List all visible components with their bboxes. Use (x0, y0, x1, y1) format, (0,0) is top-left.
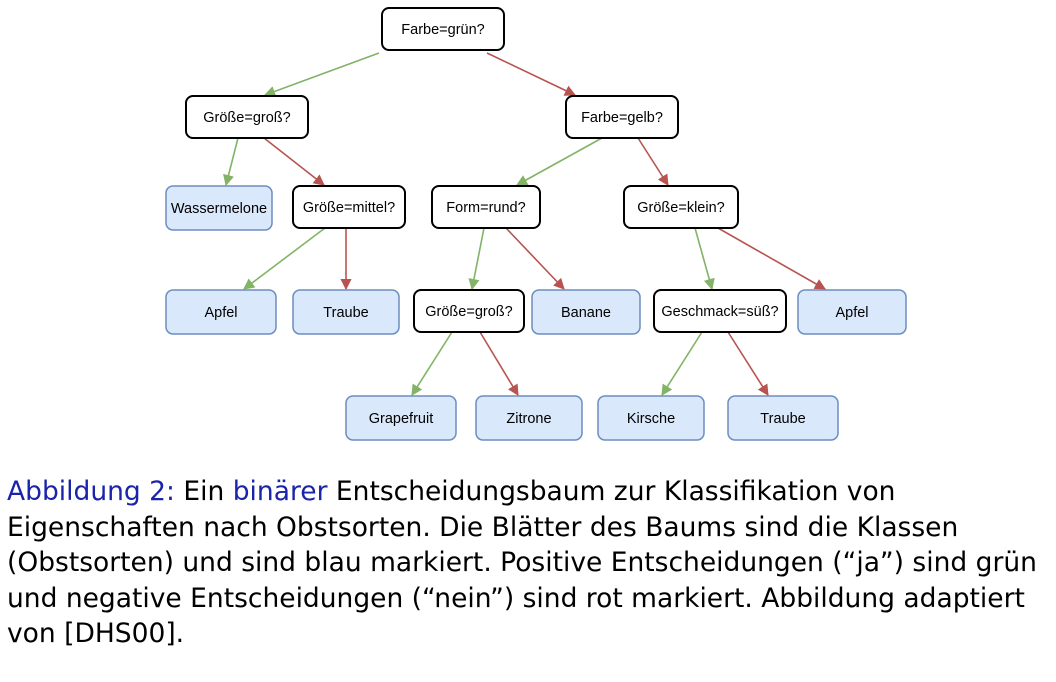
node-label: Apfel (204, 305, 237, 321)
node-label: Grapefruit (369, 411, 433, 427)
node-box (292, 289, 400, 335)
node-box (381, 7, 505, 51)
node-box (475, 395, 583, 441)
edge-yes-n7-n12 (694, 227, 715, 291)
caption-label: Abbildung 2: (7, 476, 175, 507)
edge-yes-n3-n6 (516, 137, 603, 186)
edge-no-n3-n7 (637, 137, 669, 186)
node-box (623, 185, 739, 229)
node-label: Apfel (835, 305, 868, 321)
node-label: Größe=groß? (203, 110, 290, 126)
edge-no-n7-n13 (717, 227, 826, 290)
node-label: Kirsche (627, 411, 675, 427)
node-label: Banane (561, 305, 611, 321)
figure-caption: Abbildung 2: Ein binärer Entscheidungsba… (7, 474, 1053, 652)
node-label: Größe=groß? (425, 304, 512, 320)
node-label: Größe=klein? (637, 200, 724, 216)
leaf-node-n9: Traube (292, 289, 400, 335)
node-box (797, 289, 907, 335)
node-box (727, 395, 839, 441)
decision-node-n3: Farbe=gelb? (565, 95, 679, 139)
caption-accent-word: binärer (232, 476, 328, 507)
node-box (165, 185, 273, 231)
node-label: Traube (323, 305, 368, 321)
edge-no-n12-n17 (727, 331, 769, 396)
node-label: Traube (760, 411, 805, 427)
leaf-node-n15: Zitrone (475, 395, 583, 441)
node-box (165, 289, 277, 335)
caption-text-rest: Entscheidungsbaum zur Klassifikation von… (7, 476, 1037, 649)
node-box (292, 185, 406, 229)
caption-text-start: Ein (183, 476, 225, 507)
decision-tree-diagram: Farbe=grün? Größe=groß? Farbe=gelb? Wasserm… (165, 7, 907, 441)
leaf-node-n8: Apfel (165, 289, 277, 335)
node-label: Form=rund? (446, 200, 525, 216)
node-label: Wassermelone (171, 201, 267, 217)
edge-no-n1-n3 (486, 52, 577, 96)
decision-node-n2: Größe=groß? (185, 95, 309, 139)
edge-yes-n2-n4 (223, 137, 239, 187)
leaf-node-n16: Kirsche (597, 395, 705, 441)
node-box (531, 289, 641, 335)
decision-node-n6: Form=rund? (431, 185, 541, 229)
node-box (431, 185, 541, 229)
node-label: Zitrone (506, 411, 551, 427)
edge-no-n2-n5 (263, 137, 325, 186)
edge-yes-n5-n8 (243, 227, 326, 290)
node-box (653, 289, 787, 333)
edge-no-n10-n15 (479, 331, 519, 396)
node-box (345, 395, 457, 441)
leaf-node-n17: Traube (727, 395, 839, 441)
leaf-node-n11: Banane (531, 289, 641, 335)
edge-yes-n6-n10 (468, 227, 485, 291)
edge-yes-n1-n2 (263, 52, 380, 97)
node-box (597, 395, 705, 441)
decision-node-n7: Größe=klein? (623, 185, 739, 229)
leaf-node-n4: Wassermelone (165, 185, 273, 231)
decision-node-n5: Größe=mittel? (292, 185, 406, 229)
leaf-node-n13: Apfel (797, 289, 907, 335)
node-label: Geschmack=süß? (661, 304, 778, 320)
decision-node-n12: Geschmack=süß? (653, 289, 787, 333)
edge-yes-n10-n14 (411, 331, 453, 396)
node-box (185, 95, 309, 139)
decision-node-n1: Farbe=grün? (381, 7, 505, 51)
node-box (413, 289, 525, 333)
edges-layer (223, 52, 826, 396)
node-label: Farbe=grün? (401, 22, 484, 38)
decision-node-n10: Größe=groß? (413, 289, 525, 333)
edge-no-n6-n11 (505, 227, 565, 290)
leaf-node-n14: Grapefruit (345, 395, 457, 441)
node-label: Größe=mittel? (303, 200, 395, 216)
node-box (565, 95, 679, 139)
node-label: Farbe=gelb? (581, 110, 663, 126)
nodes-layer: Farbe=grün? Größe=groß? Farbe=gelb? Wasserm… (165, 7, 907, 441)
edge-yes-n12-n16 (661, 331, 703, 396)
